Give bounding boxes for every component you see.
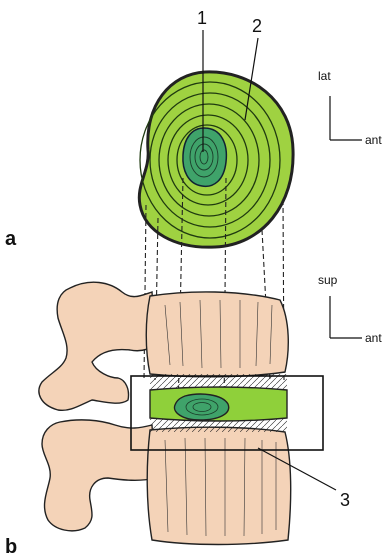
orientation-ant-label-bottom: ant <box>365 331 382 345</box>
panel-label-b: b <box>5 536 17 558</box>
orientation-lat-label: lat <box>318 69 331 83</box>
disc-top-view <box>139 72 293 247</box>
label-3: 3 <box>340 490 350 510</box>
orientation-indicator-top: lat ant <box>318 69 382 147</box>
orientation-sup-label: sup <box>318 273 338 287</box>
posterior-elements-lower <box>42 420 155 531</box>
label-2: 2 <box>252 16 262 36</box>
spine-lateral-view <box>39 282 291 544</box>
panel-label-a: a <box>5 228 17 250</box>
label-1: 1 <box>197 8 207 28</box>
orientation-indicator-bottom: sup ant <box>318 273 382 345</box>
orientation-ant-label-top: ant <box>365 133 382 147</box>
nucleus-side-view <box>174 394 228 420</box>
vertebral-body-lower <box>147 427 290 544</box>
posterior-elements-upper <box>39 282 155 410</box>
